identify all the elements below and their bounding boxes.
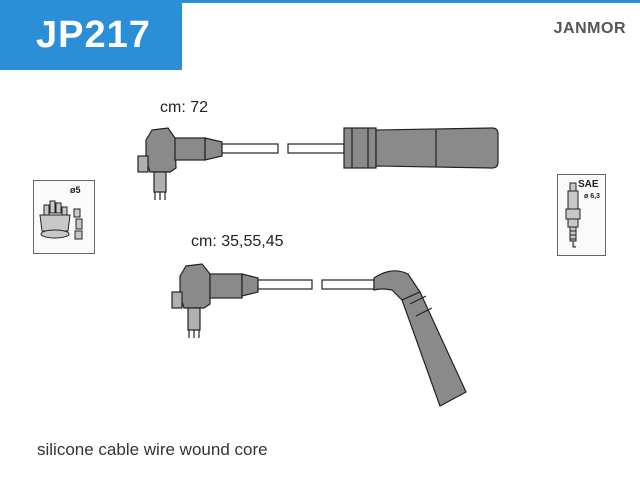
product-description: silicone cable wire wound core (37, 440, 268, 459)
cable-1 (137, 127, 499, 200)
cable-2-clip (187, 307, 201, 331)
cable-2-boot-neck (209, 273, 243, 299)
cable-length-label-2: cm: 35,55,45 (191, 233, 284, 250)
cable-1-boot-taper (204, 137, 223, 161)
cable-1-plug-boot (375, 127, 499, 169)
cable-1-coil-boot (145, 127, 177, 173)
cable-1-clip (153, 171, 167, 193)
cable-2 (171, 263, 467, 407)
cable-2-plug-sleeve (401, 291, 467, 407)
cable-2-wire-right (321, 279, 375, 290)
cable-1-boot-neck (174, 137, 206, 161)
cable-1-wire-left (221, 143, 279, 154)
spark-plug-size-label: ø 6,3 (584, 193, 600, 200)
distributor-icon: ø5 (33, 180, 95, 254)
cable-1-wire-right (287, 143, 345, 154)
cable-length-label-1: cm: 72 (160, 99, 209, 116)
brand-name: JANMOR (553, 20, 626, 37)
cable-2-boot-taper (241, 273, 259, 297)
cable-1-plug-collar (343, 127, 377, 169)
spark-plug-icon: SAE ø 6,3 (557, 174, 606, 256)
product-code-badge: JP217 (0, 0, 182, 70)
cable-2-wire-left (257, 279, 313, 290)
cable-2-coil-boot (179, 263, 211, 309)
distributor-size-label: ø5 (70, 185, 81, 195)
cable-2-terminal (171, 291, 183, 309)
spark-plug-sae-label: SAE (578, 179, 599, 190)
cable-1-terminal (137, 155, 149, 173)
spark-plug-drawing (565, 182, 581, 248)
header-accent-rule (0, 0, 640, 3)
distributor-cap-drawing (39, 200, 83, 240)
